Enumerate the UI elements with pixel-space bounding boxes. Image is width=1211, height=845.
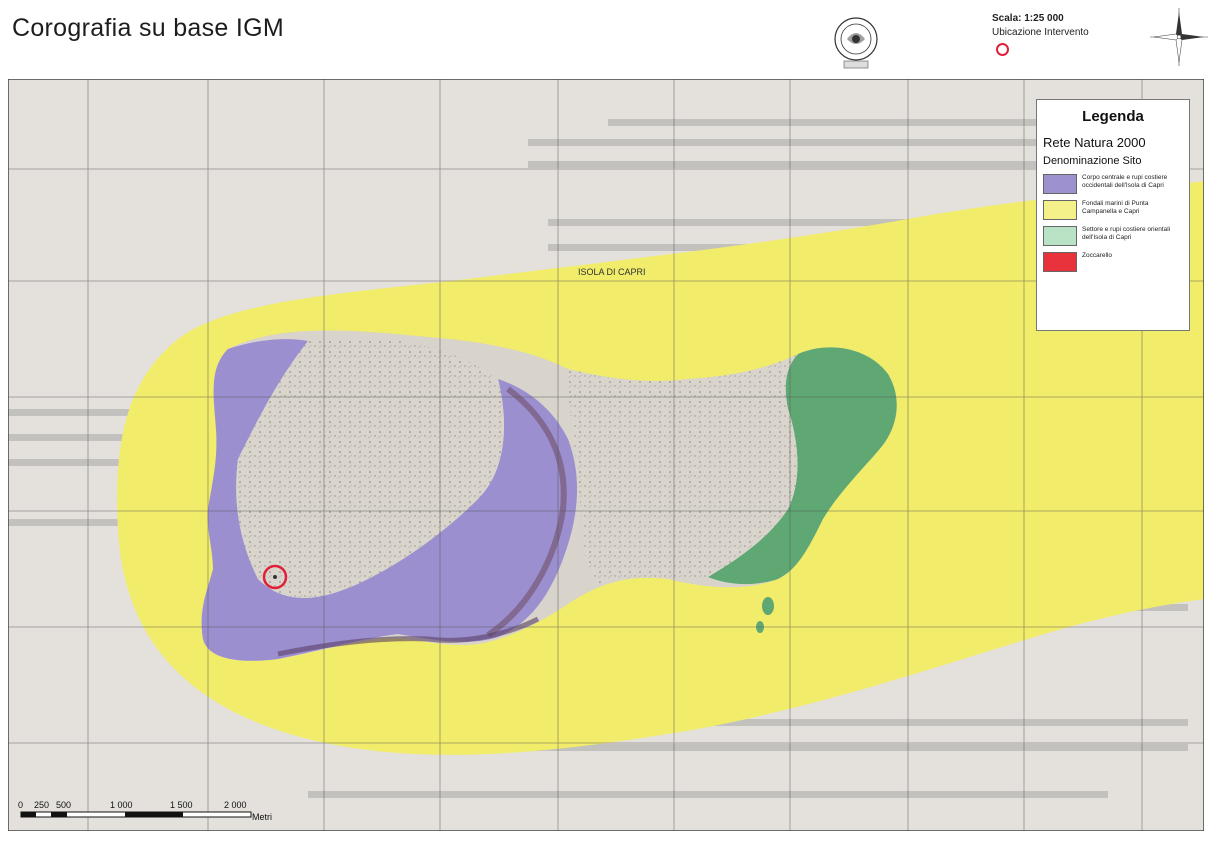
compass-rose-icon xyxy=(1150,8,1208,66)
scalebar-tick: 250 xyxy=(34,800,50,810)
scalebar-tick: 1 500 xyxy=(170,800,193,810)
scalebar-tick: 2 000 xyxy=(224,800,247,810)
islet xyxy=(762,597,774,615)
intervention-point xyxy=(273,575,277,579)
coordinate-grid xyxy=(8,79,1204,831)
scalebar xyxy=(20,811,252,818)
legend-swatch xyxy=(1043,252,1077,272)
legend-title: Legenda xyxy=(1082,108,1144,125)
legend-label: Fondali marini di Punta Campanella e Cap… xyxy=(1082,200,1149,215)
legend-item: Settore e rupi costiere orientali dell'I… xyxy=(1043,226,1183,246)
intervention-marker[interactable] xyxy=(262,564,288,590)
scalebar-unit: Metri xyxy=(252,812,272,822)
place-label: ISOLA DI CAPRI xyxy=(578,267,646,277)
legend-section: Denominazione Sito xyxy=(1043,155,1142,167)
south-cliff xyxy=(277,616,540,657)
legend-item: Fondali marini di Punta Campanella e Cap… xyxy=(1043,200,1183,220)
legend-label: Zoccarello xyxy=(1082,252,1112,259)
location-marker-icon xyxy=(996,43,1009,56)
legend-item: Corpo centrale e rupi costiere occidenta… xyxy=(1043,174,1183,194)
legend-swatch xyxy=(1043,226,1077,246)
cliff-shading xyxy=(486,386,567,638)
scale-info: Scala: 1:25 000 Ubicazione Intervento xyxy=(992,12,1089,56)
island-east-interior xyxy=(568,354,798,584)
scalebar-tick: 500 xyxy=(56,800,72,810)
scalebar-tick: 1 000 xyxy=(110,800,133,810)
scalebar-tick: 0 xyxy=(18,800,24,810)
legend-label: Settore e rupi costiere orientali dell'I… xyxy=(1082,226,1171,241)
page-title: Corografia su base IGM xyxy=(12,14,284,42)
map-area[interactable]: ISOLA DI CAPRI xyxy=(8,79,1204,831)
west-zone xyxy=(201,339,578,661)
legend-label: Corpo centrale e rupi costiere occidenta… xyxy=(1082,174,1168,189)
scale-text: Scala: 1:25 000 xyxy=(992,13,1064,24)
east-zone xyxy=(708,347,897,585)
legend-subtitle: Rete Natura 2000 xyxy=(1043,135,1146,150)
emblem-seal-icon xyxy=(834,17,878,69)
island-interior xyxy=(236,338,504,598)
legend-item: Zoccarello xyxy=(1043,252,1183,272)
legend-swatch xyxy=(1043,200,1077,220)
legend-panel: Legenda Rete Natura 2000 Denominazione S… xyxy=(1036,99,1190,331)
legend-swatch xyxy=(1043,174,1077,194)
location-label: Ubicazione Intervento xyxy=(992,27,1089,38)
